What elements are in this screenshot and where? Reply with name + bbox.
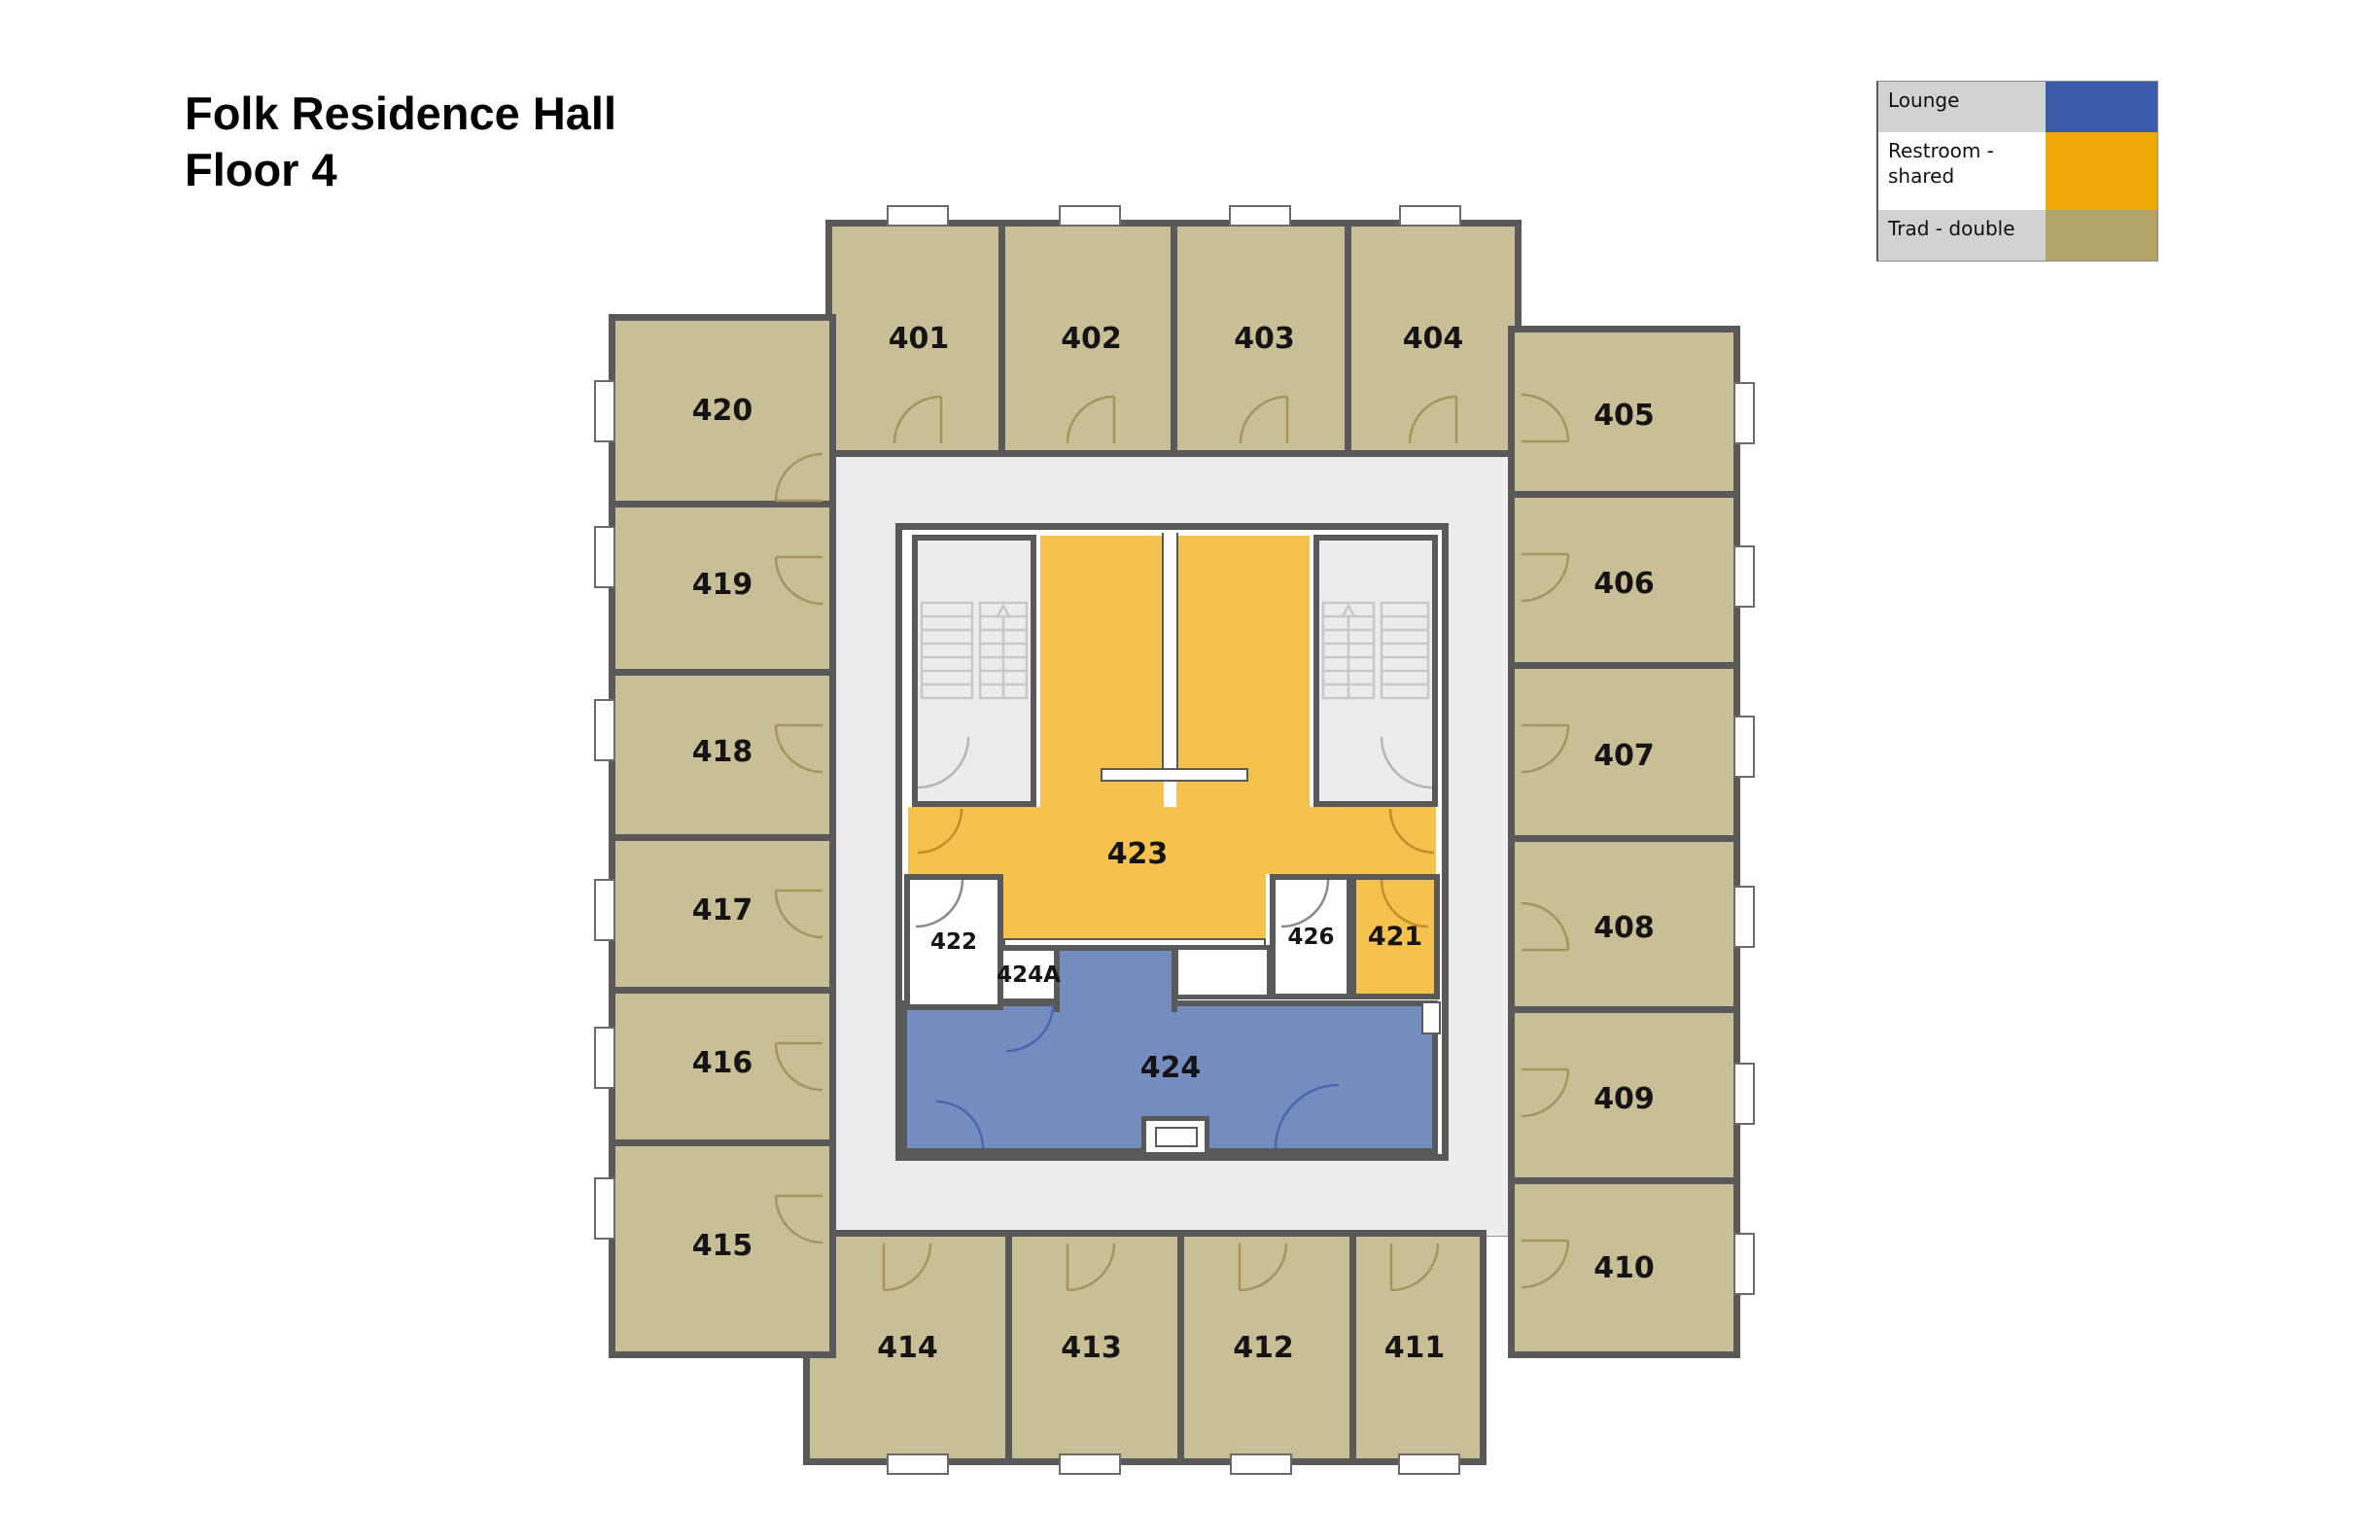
room-number-label: 409 [1593, 1081, 1655, 1116]
room-number-label: 426 [1287, 924, 1335, 950]
restroom-divider-wall [1162, 533, 1178, 773]
legend-swatch-restroom [2046, 132, 2157, 210]
room-406: 406 [1508, 491, 1740, 676]
room-number-label: 402 [1061, 321, 1122, 356]
room-412: 412 [1171, 1230, 1356, 1465]
window-marker [1398, 1453, 1460, 1475]
window-marker [594, 699, 615, 761]
window-marker [594, 1177, 615, 1240]
legend-row-restroom: Restroom - shared [1878, 132, 2157, 210]
room-423-band [908, 807, 1436, 874]
room-411: 411 [1343, 1230, 1487, 1465]
room-410: 410 [1508, 1177, 1740, 1358]
room-422: 422 [904, 874, 1003, 1010]
lounge-entry-door-leaf [1155, 1127, 1198, 1147]
room-number-label: 414 [877, 1330, 938, 1365]
room-404: 404 [1345, 220, 1522, 457]
room-number-label: 424A [997, 962, 1061, 988]
room-408: 408 [1508, 835, 1740, 1020]
room-number-label: 411 [1383, 1330, 1446, 1365]
room-423-strip [1003, 874, 1266, 938]
legend-label-lounge: Lounge [1878, 82, 2046, 132]
legend-row-trad: Trad - double [1878, 210, 2157, 261]
room-number-label: 422 [929, 929, 977, 955]
room-405: 405 [1508, 326, 1740, 505]
legend-swatch-lounge [2046, 82, 2157, 132]
window-marker [887, 1453, 949, 1475]
room-402: 402 [998, 220, 1184, 457]
room-number-label: 403 [1234, 321, 1295, 356]
room-416: 416 [609, 980, 836, 1146]
window-marker [1733, 886, 1755, 948]
lounge-side-opening [1421, 1001, 1441, 1034]
room-409: 409 [1508, 1006, 1740, 1191]
room-number-label: 419 [691, 568, 753, 602]
legend-swatch-trad [2046, 210, 2157, 261]
legend-label-restroom: Restroom - shared [1878, 132, 2046, 210]
room-420: 420 [609, 314, 836, 508]
room-423-label: 423 [1106, 836, 1169, 871]
window-marker [594, 1027, 615, 1089]
window-marker [1059, 205, 1121, 227]
room-number-label: 406 [1593, 566, 1655, 601]
window-marker [1733, 1233, 1755, 1295]
room-413: 413 [998, 1230, 1184, 1465]
room-number-label: 410 [1593, 1250, 1655, 1285]
restroom-shelf-wall [1101, 768, 1248, 782]
room-423-area-east [1176, 536, 1310, 807]
room-417: 417 [609, 827, 836, 994]
building-name: Folk Residence Hall [185, 88, 617, 139]
room-number-label: 421 [1367, 922, 1423, 952]
legend-label-trad: Trad - double [1878, 210, 2046, 261]
lounge-entry-door [1141, 1116, 1209, 1157]
window-marker [1399, 205, 1461, 227]
page-title: Folk Residence Hall Floor 4 [185, 86, 616, 198]
room-number-label: 404 [1402, 321, 1464, 356]
room-421: 421 [1350, 874, 1440, 999]
window-marker [887, 205, 949, 227]
window-marker [594, 526, 615, 588]
stairwell-left [912, 535, 1036, 807]
room-424A: 424A [997, 945, 1061, 1004]
window-marker [1230, 1453, 1292, 1475]
room-426: 426 [1270, 874, 1352, 999]
room-418: 418 [609, 662, 836, 841]
room-number-label: 415 [691, 1228, 753, 1263]
room-number-label: 407 [1593, 738, 1655, 773]
room-number-label: 413 [1061, 1330, 1122, 1365]
room-424-alcove [1054, 945, 1177, 1012]
room-number-label: 412 [1233, 1330, 1294, 1365]
room-number-label: 408 [1593, 910, 1655, 945]
window-marker [1733, 382, 1755, 444]
window-marker [594, 879, 615, 941]
room-419: 419 [609, 494, 836, 676]
room-423-area-west [1040, 536, 1164, 807]
window-marker [1229, 205, 1291, 227]
room-424-label: 424 [1139, 1050, 1202, 1085]
room-401: 401 [825, 220, 1012, 457]
core-closet [1173, 945, 1272, 999]
window-marker [1733, 716, 1755, 778]
floor-name: Floor 4 [185, 144, 337, 195]
legend: Lounge Restroom - shared Trad - double [1876, 81, 2158, 262]
window-marker [1059, 1453, 1121, 1475]
window-marker [1733, 545, 1755, 608]
legend-row-lounge: Lounge [1878, 82, 2157, 132]
room-number-label: 418 [691, 734, 753, 769]
room-number-label: 420 [691, 394, 753, 428]
room-403: 403 [1171, 220, 1358, 457]
room-415: 415 [609, 1133, 836, 1358]
room-407: 407 [1508, 662, 1740, 849]
stairwell-right [1313, 535, 1438, 807]
room-number-label: 417 [691, 893, 753, 928]
room-number-label: 405 [1593, 398, 1655, 433]
window-marker [594, 380, 615, 442]
room-number-label: 401 [888, 321, 950, 356]
room-number-label: 416 [691, 1046, 753, 1080]
window-marker [1733, 1063, 1755, 1125]
